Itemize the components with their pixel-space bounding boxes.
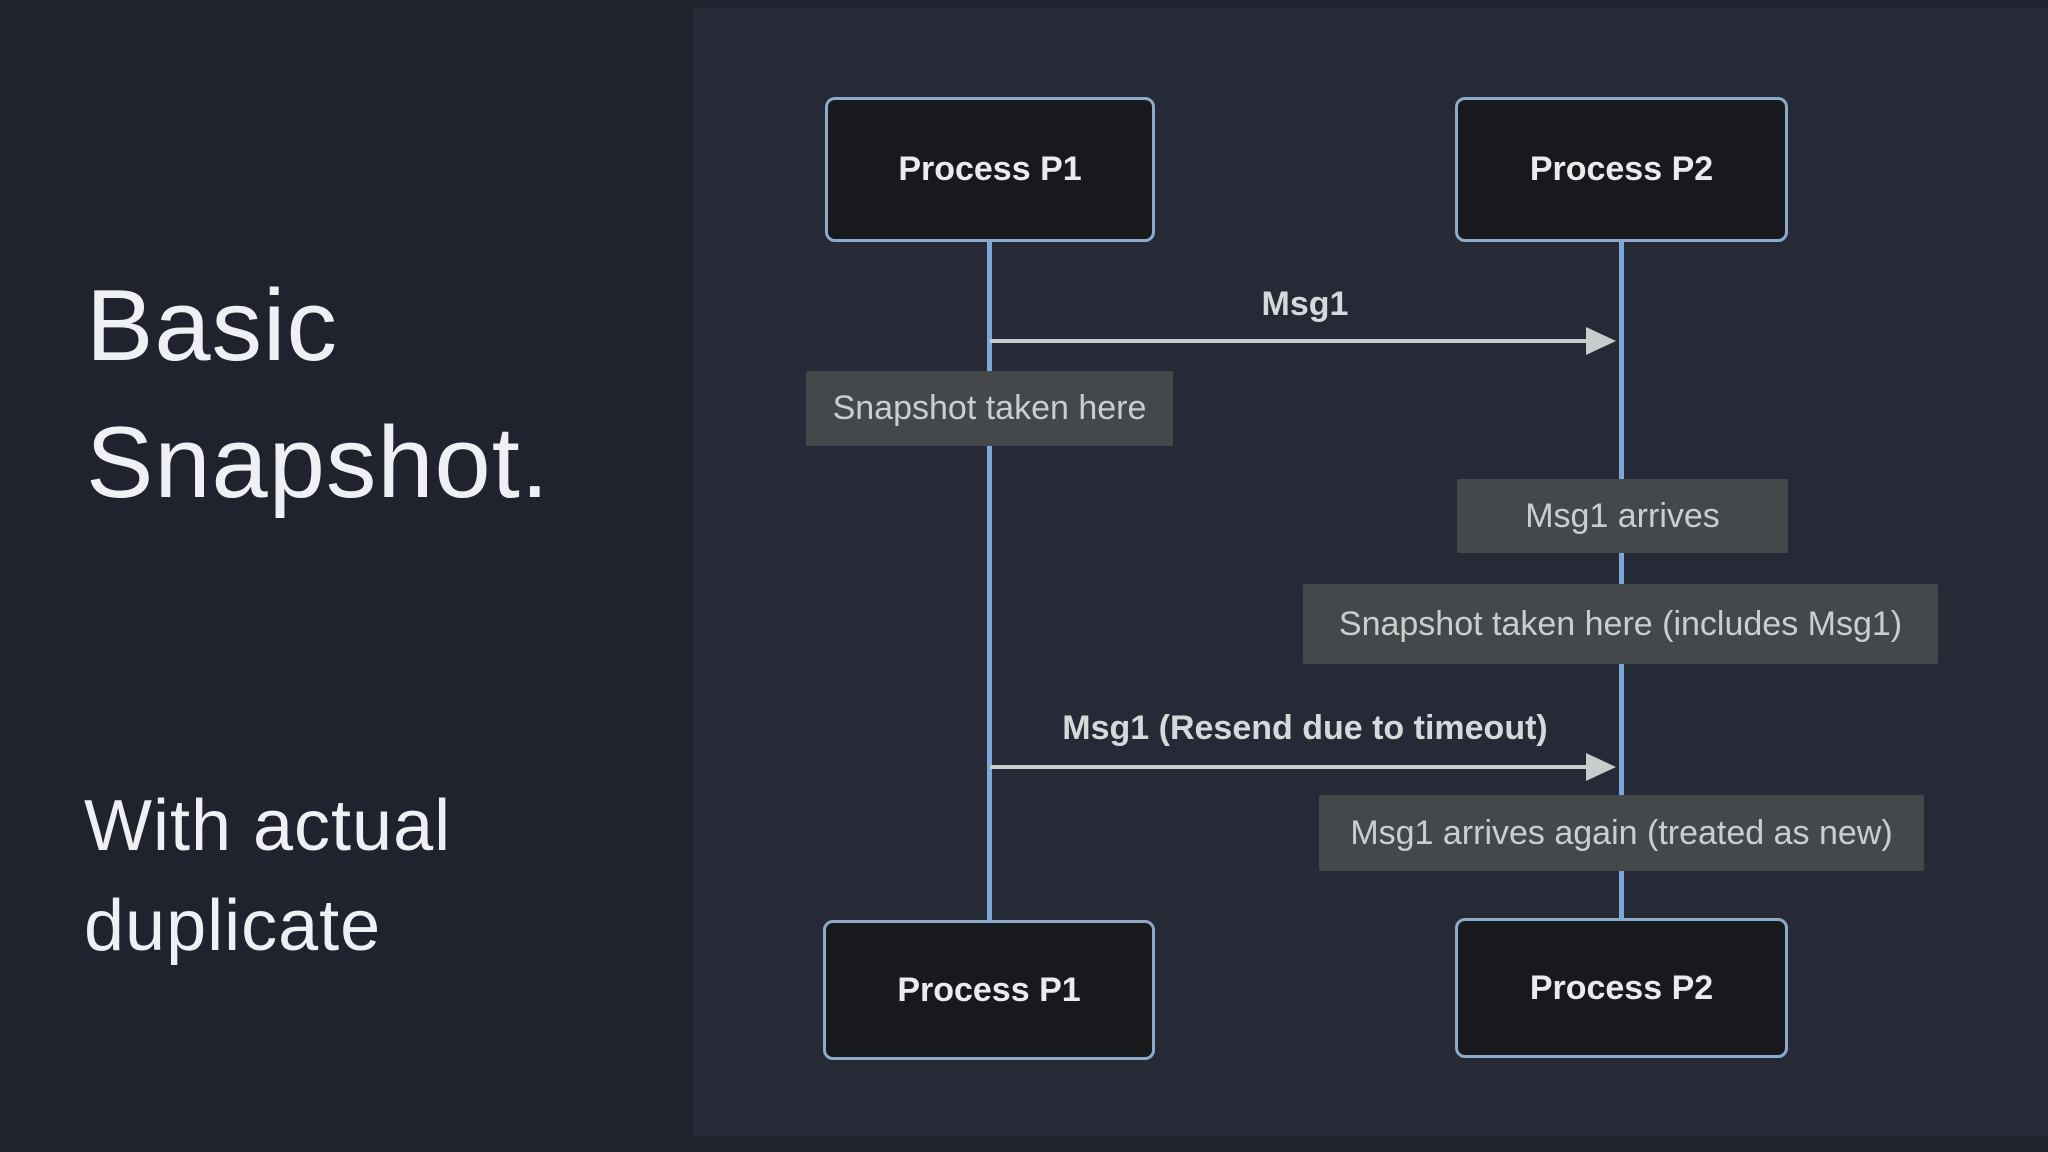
message-1-line [990,339,1590,343]
process-box-p1-top-label: Process P1 [898,150,1082,188]
lifeline-p2 [1619,242,1624,918]
slide-subtitle-line-2: duplicate [84,886,382,966]
lifeline-p1 [987,242,992,920]
process-box-p2-bottom: Process P2 [1455,918,1788,1058]
message-2-label: Msg1 (Resend due to timeout) [1062,709,1548,747]
process-box-p2-top: Process P2 [1455,97,1788,242]
process-box-p1-bottom-label: Process P1 [897,970,1081,1009]
slide-subtitle-line-1: With actual [84,786,452,866]
note-snapshot-includes-msg1-text: Snapshot taken here (includes Msg1) [1338,604,1903,643]
slide-subtitle: With actual duplicate [84,776,451,976]
process-box-p2-top-label: Process P2 [1529,150,1714,188]
process-box-p1-top: Process P1 [825,97,1155,242]
note-msg1-arrives-again: Msg1 arrives again (treated as new) [1319,795,1924,871]
process-box-p1-bottom: Process P1 [823,920,1155,1060]
note-msg1-arrives-again-text: Msg1 arrives again (treated as new) [1350,813,1893,852]
note-snapshot-taken-here-text: Snapshot taken here [832,389,1147,427]
slide-title-line-1: Basic [86,270,338,382]
note-snapshot-includes-msg1: Snapshot taken here (includes Msg1) [1303,584,1938,664]
note-snapshot-taken-here: Snapshot taken here [806,371,1173,446]
message-2-arrowhead-icon [1586,753,1616,781]
message-2-line [990,765,1590,769]
slide-title-line-2: Snapshot. [86,407,550,519]
message-1-label: Msg1 [1261,285,1349,323]
note-msg1-arrives: Msg1 arrives [1457,479,1788,553]
note-msg1-arrives-text: Msg1 arrives [1525,496,1720,535]
slide-title: Basic Snapshot. [86,258,550,532]
process-box-p2-bottom-label: Process P2 [1529,968,1714,1007]
message-1-arrowhead-icon [1586,327,1616,355]
